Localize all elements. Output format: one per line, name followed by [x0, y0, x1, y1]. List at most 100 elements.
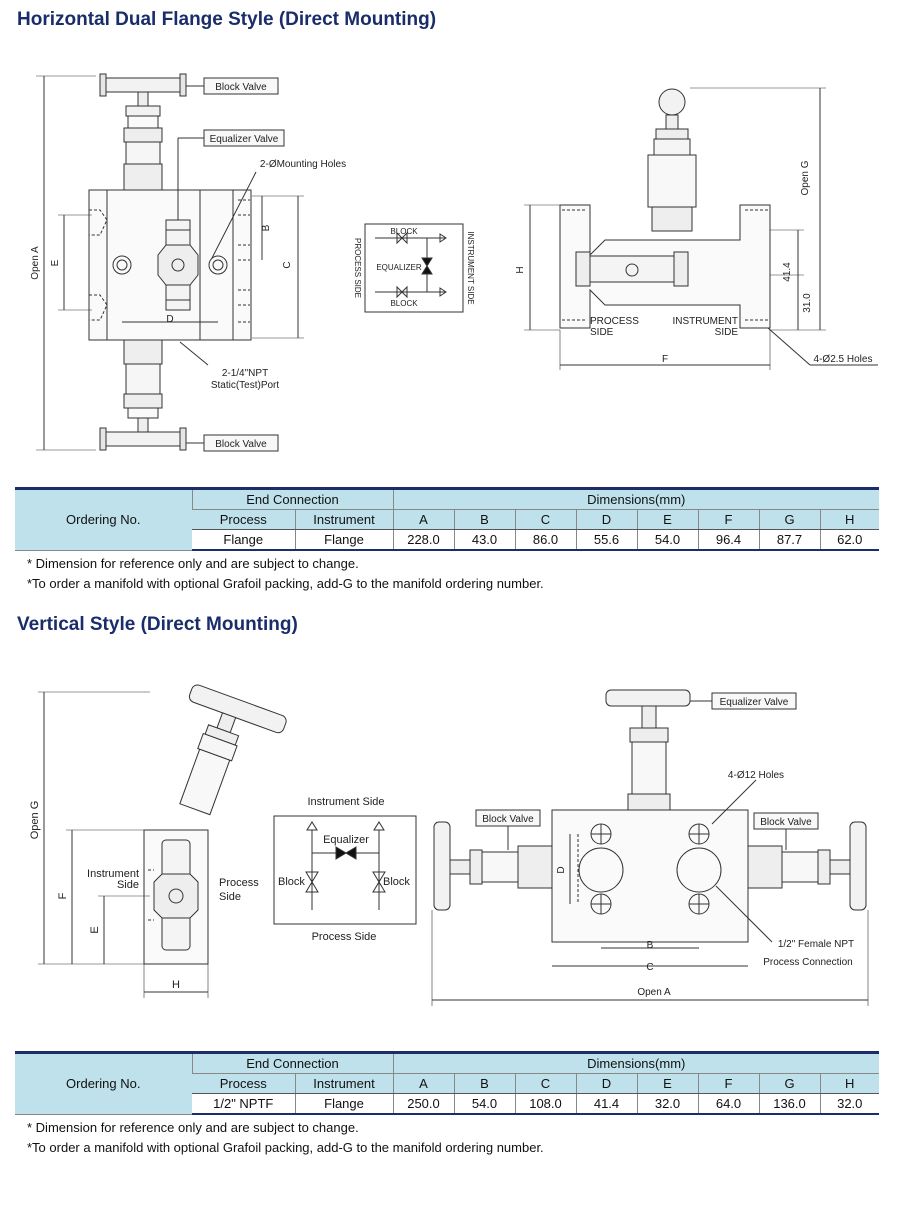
- label-dim-d: D: [166, 314, 173, 325]
- table-row: 1/2" NPTF Flange 250.0 54.0 108.0 41.4 3…: [15, 1093, 879, 1115]
- dimensions-header: Dimensions(mm): [392, 487, 879, 510]
- sub-header-h: H: [819, 1073, 879, 1094]
- top-handle: [102, 77, 184, 93]
- sub-header-c: C: [514, 1073, 576, 1094]
- side-holes: 4-Ø2.5 Holes: [814, 354, 873, 365]
- table-row: Flange Flange 228.0 43.0 86.0 55.6 54.0 …: [15, 529, 879, 551]
- v-dim-open-a: Open A: [637, 987, 671, 998]
- section1-notes: * Dimension for reference only and are s…: [27, 554, 544, 593]
- schematic-block-bottom: BLOCK: [390, 299, 418, 308]
- label-dim-e: E: [50, 259, 61, 266]
- end-connection-header: End Connection: [191, 1051, 393, 1074]
- cell-f: 64.0: [697, 1093, 759, 1115]
- cell-a: 228.0: [392, 529, 454, 551]
- cell-d: 41.4: [575, 1093, 637, 1115]
- v-process-side-1: Process: [219, 877, 259, 889]
- section1-title: Horizontal Dual Flange Style (Direct Mou…: [17, 9, 437, 30]
- section1-side-view: [524, 87, 878, 370]
- schematic-instrument-side: INSTRUMENT SIDE: [466, 231, 475, 304]
- v-equalizer-valve: Equalizer Valve: [720, 697, 789, 708]
- cell-g: 87.7: [758, 529, 820, 551]
- label-mounting-holes: 2-ØMounting Holes: [260, 159, 346, 170]
- side-dim-31-0: 31.0: [802, 293, 813, 313]
- v-schematic-equalizer: Equalizer: [323, 834, 369, 846]
- side-process-1: PROCESS: [590, 316, 639, 327]
- v-dim-e: E: [89, 926, 101, 933]
- section1-schematic-labels: BLOCK EQUALIZER BLOCK PROCESS SIDE INSTR…: [353, 227, 475, 308]
- section2-title: Vertical Style (Direct Mounting): [17, 614, 298, 635]
- note-line: *To order a manifold with optional Grafo…: [27, 575, 544, 591]
- v-dim-c: C: [646, 962, 653, 973]
- schematic-equalizer: EQUALIZER: [376, 263, 422, 272]
- cell-process: 1/2" NPTF: [192, 1093, 295, 1115]
- cell-c: 86.0: [514, 529, 576, 551]
- v-schematic-process-side: Process Side: [312, 931, 377, 943]
- sub-header-g: G: [758, 1073, 820, 1094]
- section1-schematic: [364, 223, 464, 313]
- sub-header-b: B: [453, 509, 515, 530]
- v-block-valve-left: Block Valve: [482, 814, 534, 825]
- sub-header-e: E: [636, 1073, 698, 1094]
- cell-d: 55.6: [575, 529, 637, 551]
- sub-header-e: E: [636, 509, 698, 530]
- cell-instrument: Flange: [294, 529, 393, 551]
- side-dim-open-g: Open G: [800, 160, 811, 195]
- section1-side-labels: Open G H 41.4 31.0 PROCESS SIDE INSTRUME…: [515, 160, 872, 365]
- side-dim-h: H: [515, 266, 526, 273]
- v-process-side-2: Side: [219, 891, 241, 903]
- note-line: *To order a manifold with optional Grafo…: [27, 1139, 544, 1155]
- label-dim-b: B: [261, 224, 272, 231]
- sub-header-a: A: [392, 509, 454, 530]
- section2-schematic: [273, 815, 417, 925]
- sub-header-d: D: [575, 1073, 637, 1094]
- label-dim-open-a: Open A: [30, 246, 41, 280]
- vertical-front-body: [551, 809, 749, 943]
- v-dim-h: H: [172, 979, 180, 991]
- v-schematic-instrument-side: Instrument Side: [307, 796, 384, 808]
- label-equalizer-valve: Equalizer Valve: [210, 134, 279, 145]
- sub-header-h: H: [819, 509, 879, 530]
- sub-header-b: B: [453, 1073, 515, 1094]
- ordering-no-header: Ordering No.: [15, 487, 192, 551]
- cell-instrument: Flange: [294, 1093, 393, 1115]
- cell-a: 250.0: [392, 1093, 454, 1115]
- end-connection-header: End Connection: [191, 487, 393, 510]
- section2-table: Ordering No. End Connection Dimensions(m…: [15, 1051, 879, 1115]
- side-process-2: SIDE: [590, 327, 614, 338]
- label-block-valve-bottom: Block Valve: [215, 439, 267, 450]
- cell-e: 32.0: [636, 1093, 698, 1115]
- v-female-npt: 1/2" Female NPT: [778, 939, 854, 950]
- v-dim-d: D: [556, 866, 567, 873]
- sub-header-f: F: [697, 509, 759, 530]
- label-npt-port-1: 2-1/4"NPT: [222, 368, 268, 379]
- v-process-connection: Process Connection: [763, 957, 853, 968]
- section2-front-labels: Equalizer Valve 4-Ø12 Holes Block Valve …: [482, 697, 854, 998]
- ordering-no-header: Ordering No.: [15, 1051, 192, 1115]
- cell-process: Flange: [192, 529, 295, 551]
- label-npt-port-2: Static(Test)Port: [211, 380, 280, 391]
- cell-g: 136.0: [758, 1093, 820, 1115]
- side-dim-41-4: 41.4: [782, 262, 793, 282]
- section1-front-labels: Block Valve Equalizer Valve 2-ØMounting …: [30, 82, 346, 450]
- section2-labels: Open G F E H Instrument Side Process Sid…: [29, 796, 410, 991]
- v-schematic-block-right: Block: [383, 876, 410, 888]
- label-dim-c: C: [282, 261, 293, 268]
- sub-header-g: G: [758, 509, 820, 530]
- section1-table: Ordering No. End Connection Dimensions(m…: [15, 487, 879, 551]
- v-dim-open-g: Open G: [29, 801, 41, 840]
- section2-drawing: Open G F E H Instrument Side Process Sid…: [0, 670, 898, 1015]
- side-instrument-2: SIDE: [715, 327, 739, 338]
- dimensions-header: Dimensions(mm): [392, 1051, 879, 1074]
- cell-h: 32.0: [819, 1093, 879, 1115]
- v-block-valve-right: Block Valve: [760, 817, 812, 828]
- cell-c: 108.0: [514, 1093, 576, 1115]
- cell-f: 96.4: [697, 529, 759, 551]
- cell-b: 43.0: [453, 529, 515, 551]
- label-block-valve-top: Block Valve: [215, 82, 267, 93]
- schematic-process-side: PROCESS SIDE: [353, 238, 362, 298]
- section2-notes: * Dimension for reference only and are s…: [27, 1118, 544, 1157]
- sub-header-instrument: Instrument: [294, 509, 393, 530]
- v-instrument-side-1: Instrument: [87, 868, 139, 880]
- cell-e: 54.0: [636, 529, 698, 551]
- v-holes: 4-Ø12 Holes: [728, 770, 784, 781]
